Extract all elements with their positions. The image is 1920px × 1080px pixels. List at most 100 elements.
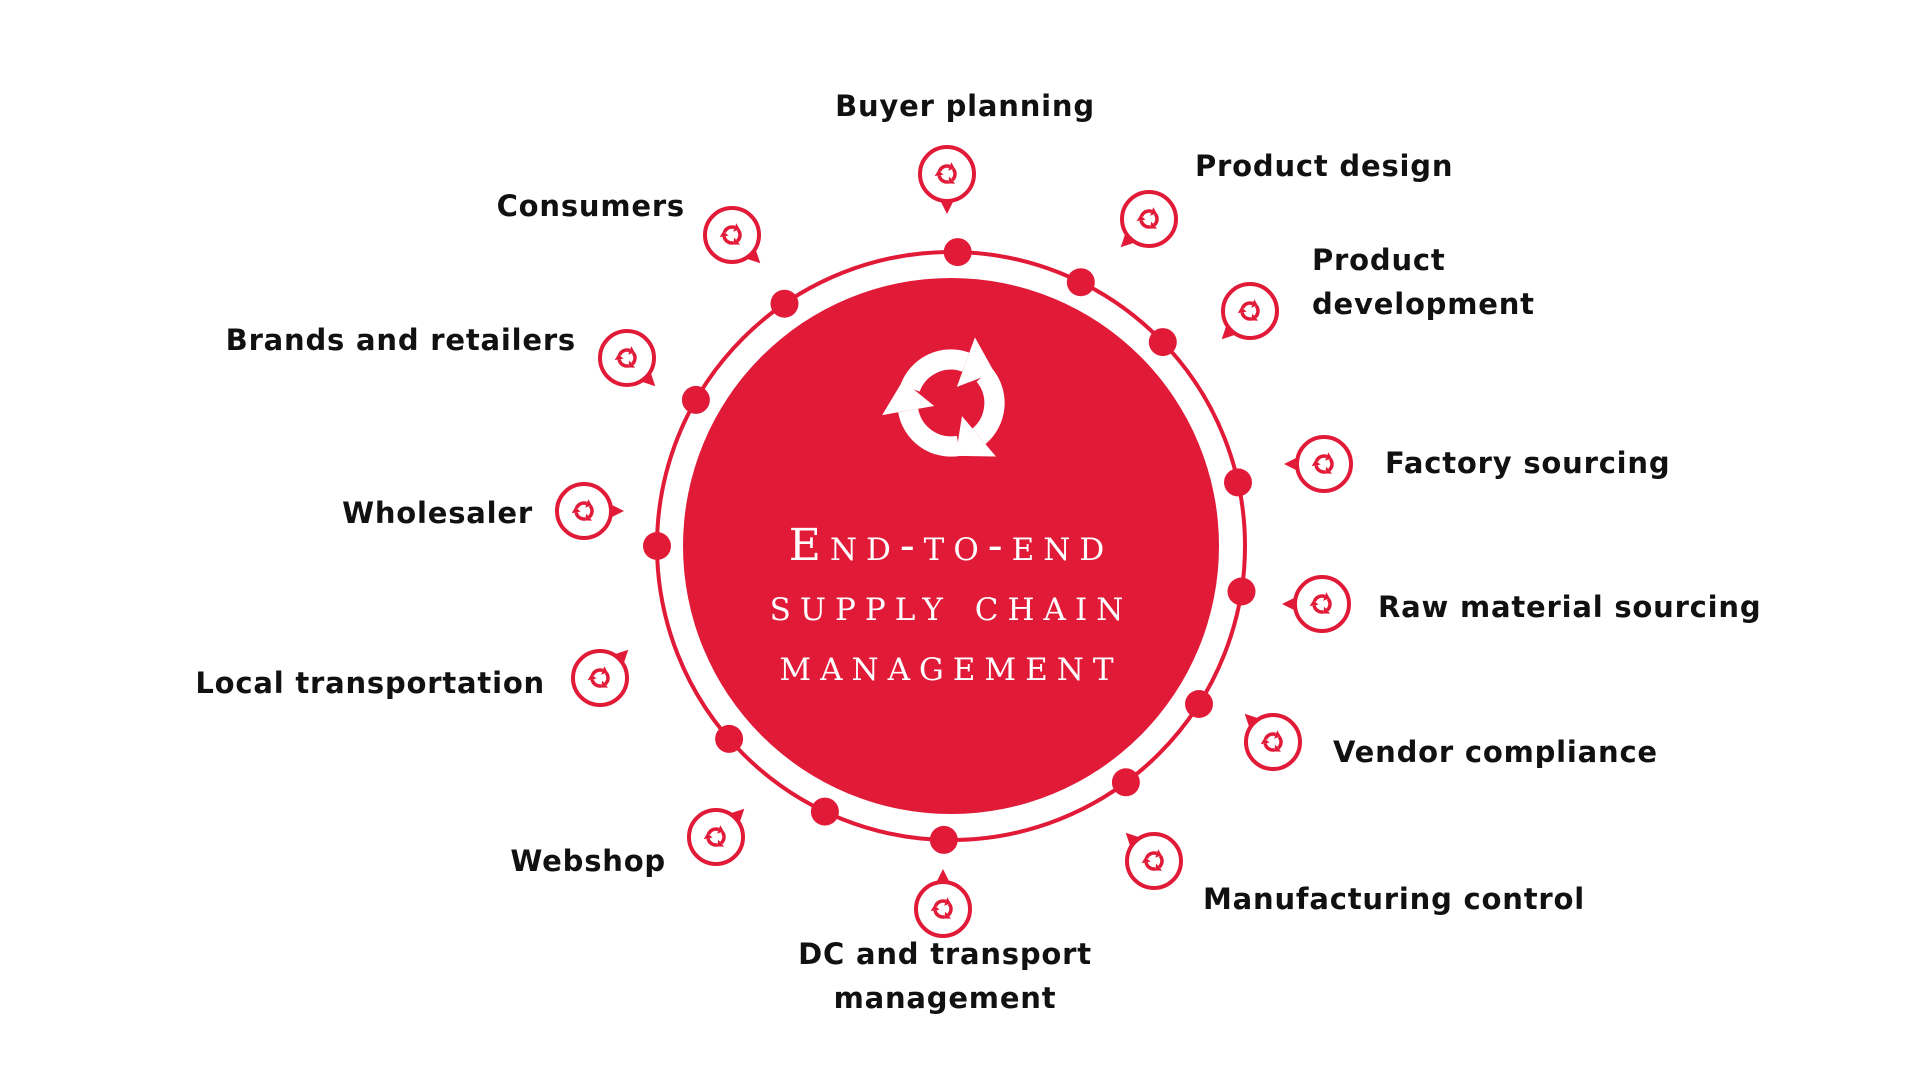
bubble-ring bbox=[687, 808, 745, 866]
cycle-arrow-arc bbox=[1152, 212, 1159, 227]
cycle-arrow-head bbox=[944, 911, 952, 919]
cycle-arrows-icon bbox=[587, 666, 610, 688]
cycle-arrow-arc bbox=[603, 671, 610, 686]
cycle-arrow-arc bbox=[933, 899, 947, 908]
cycle-arrow-head bbox=[601, 666, 608, 675]
cycle-arrows-icon bbox=[719, 223, 742, 245]
ring-dot bbox=[715, 724, 744, 753]
cycle-arrow-arc bbox=[617, 348, 631, 357]
center-title-line: management bbox=[779, 640, 1122, 691]
cycle-arrows-icon bbox=[930, 897, 953, 919]
cycle-arrow-head bbox=[733, 237, 741, 245]
cycle-arrow-arc bbox=[1276, 735, 1283, 750]
ring-dot bbox=[1224, 468, 1252, 497]
cycle-arrow-head bbox=[882, 380, 935, 416]
cycle-arrow-head bbox=[717, 839, 725, 847]
node-factory-sourcing: Factory sourcing bbox=[1224, 435, 1670, 497]
bubble-icon bbox=[598, 329, 656, 387]
cycle-arrow-arc bbox=[735, 228, 742, 243]
center-title-line: End-to-end bbox=[789, 520, 1114, 571]
bubble-icon bbox=[1244, 713, 1302, 771]
node-label: Vendor compliance bbox=[1333, 735, 1658, 769]
cycle-arrows-icon bbox=[1141, 849, 1164, 871]
cycle-arrow-arc bbox=[1325, 597, 1332, 612]
node-dc-and-transport-management: DC and transport management bbox=[798, 825, 1092, 1015]
bubble-ring bbox=[703, 206, 761, 264]
node-label: DC and transport bbox=[798, 937, 1092, 971]
cycle-arrow-head bbox=[1251, 299, 1258, 308]
bubble-ring bbox=[1295, 435, 1353, 493]
bubble-icon bbox=[1221, 282, 1279, 340]
cycle-arrows-icon bbox=[1136, 207, 1159, 229]
cycle-arrow-arc bbox=[1312, 594, 1326, 603]
center-title: End-to-end supply chain management bbox=[770, 520, 1133, 691]
bubble-ring bbox=[555, 482, 613, 540]
cycle-arrow-head bbox=[1150, 207, 1157, 216]
node-manufacturing-control: Manufacturing control bbox=[1111, 768, 1585, 916]
cycle-arrow-head bbox=[1260, 738, 1270, 745]
bubble-ring bbox=[1125, 832, 1183, 890]
cycle-arrow-head bbox=[1141, 857, 1151, 864]
cycle-arrow-arc bbox=[722, 225, 736, 234]
bubble-ring bbox=[1244, 713, 1302, 771]
cycle-arrow-arc bbox=[933, 909, 945, 919]
node-label: management bbox=[834, 981, 1057, 1015]
bubble-icon bbox=[914, 869, 972, 938]
cycle-arrow-head bbox=[948, 176, 956, 184]
bubble-ring bbox=[1293, 575, 1351, 633]
cycle-arrow-arc bbox=[722, 235, 734, 245]
cycle-arrow-head bbox=[601, 680, 609, 688]
node-label: Product design bbox=[1195, 149, 1453, 183]
cycle-arrow-arc bbox=[630, 351, 637, 366]
cycle-arrow-head bbox=[1323, 592, 1330, 601]
cycle-arrow-head bbox=[955, 416, 996, 457]
node-label: Manufacturing control bbox=[1203, 882, 1585, 916]
cycle-arrow-head bbox=[1311, 460, 1321, 467]
cycle-arrows-icon bbox=[882, 337, 1005, 457]
cycle-arrow-arc bbox=[706, 837, 718, 847]
node-raw-material-sourcing: Raw material sourcing bbox=[1227, 575, 1761, 633]
cycle-arrow-head bbox=[719, 231, 729, 238]
ring-dot bbox=[1227, 577, 1256, 606]
cycle-arrow-arc bbox=[587, 504, 594, 519]
bubble-ring bbox=[914, 880, 972, 938]
cycle-arrow-arc bbox=[590, 668, 604, 677]
cycle-arrows-icon bbox=[703, 825, 726, 847]
bubble-icon bbox=[555, 482, 624, 540]
ring-dot bbox=[1066, 268, 1095, 297]
ring-dot bbox=[681, 385, 710, 414]
node-local-transportation: Local transportation bbox=[195, 649, 744, 753]
bubble-icon bbox=[1282, 575, 1351, 633]
cycle-arrows-icon bbox=[1237, 299, 1260, 321]
bubble-ring bbox=[1120, 190, 1178, 248]
cycle-arrows-icon bbox=[1309, 592, 1332, 614]
cycle-arrows-icon bbox=[571, 499, 594, 521]
center-title-line: supply chain bbox=[770, 580, 1133, 631]
ring-dot bbox=[1148, 328, 1177, 357]
cycle-arrow-arc bbox=[946, 902, 953, 917]
cycle-arrow-arc bbox=[1139, 209, 1153, 218]
bubble-ring bbox=[571, 649, 629, 707]
cycle-arrow-head bbox=[1237, 307, 1247, 314]
ring-dot bbox=[770, 289, 799, 318]
cycle-arrows-icon bbox=[1311, 452, 1334, 474]
bubble-ring bbox=[1221, 282, 1279, 340]
cycle-arrow-arc bbox=[937, 164, 951, 173]
cycle-arrow-arc bbox=[1157, 854, 1164, 869]
node-brands-and-retailers: Brands and retailers bbox=[226, 323, 710, 414]
node-label: Factory sourcing bbox=[1385, 446, 1670, 480]
node-label: Wholesaler bbox=[342, 496, 533, 530]
node-label: Product bbox=[1312, 243, 1446, 277]
ring-dot bbox=[929, 825, 958, 854]
cycle-arrow-arc bbox=[1312, 604, 1324, 614]
node-label: Buyer planning bbox=[835, 89, 1095, 123]
cycle-arrow-head bbox=[930, 905, 940, 912]
cycle-arrow-arc bbox=[1240, 311, 1252, 321]
bubble-ring bbox=[918, 145, 976, 203]
cycle-arrow-arc bbox=[1327, 457, 1334, 472]
cycle-arrow-head bbox=[1274, 744, 1282, 752]
cycle-arrow-arc bbox=[950, 167, 957, 182]
bubble-icon bbox=[703, 206, 761, 264]
